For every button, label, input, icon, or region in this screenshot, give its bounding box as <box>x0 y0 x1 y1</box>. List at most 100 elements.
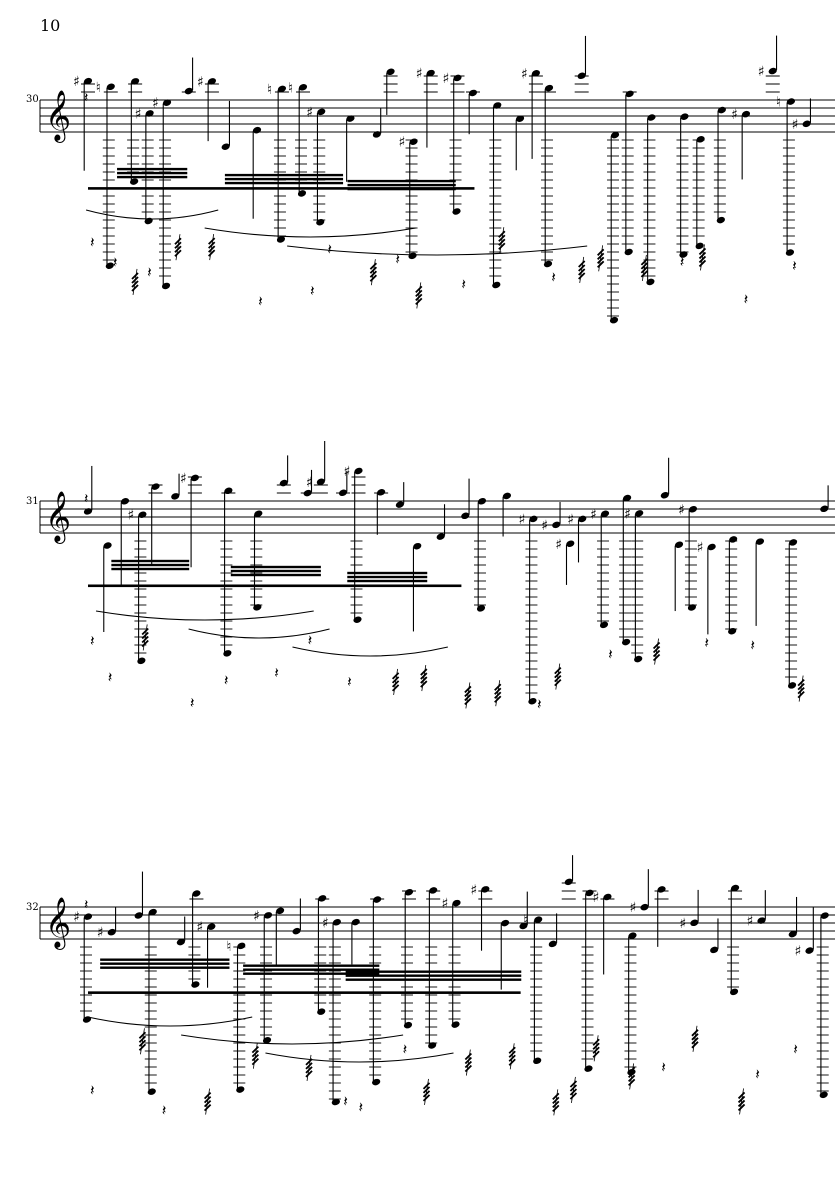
notehead <box>346 115 355 122</box>
notehead <box>674 541 684 548</box>
tremolo-stroke <box>628 1066 636 1075</box>
notehead <box>223 650 232 657</box>
tremolo-stem <box>654 638 659 665</box>
notehead <box>105 262 114 269</box>
notehead <box>386 68 395 76</box>
tremolo-stroke <box>208 249 216 257</box>
quarter-rest-icon: 𝄽 <box>90 233 95 251</box>
sharp-icon: ♯ <box>416 66 423 82</box>
sharp-icon: ♯ <box>747 914 754 930</box>
sharp-icon: ♮ <box>776 95 781 111</box>
notehead <box>820 912 829 919</box>
notehead <box>428 1042 437 1049</box>
tremolo-stroke <box>737 1103 746 1112</box>
tremolo-stem <box>465 682 471 709</box>
tremolo-stroke <box>797 690 805 699</box>
notehead <box>83 77 93 85</box>
tremolo-stroke <box>640 270 649 278</box>
quarter-rest-icon: 𝄽 <box>793 1040 798 1058</box>
quarter-rest-icon: 𝄽 <box>90 632 95 650</box>
tremolo-stroke <box>203 1103 212 1112</box>
tremolo-slash-icon <box>552 1089 560 1116</box>
tremolo-slash-icon <box>569 1076 578 1104</box>
note-beam <box>88 187 475 190</box>
notehead <box>820 505 829 513</box>
sharp-icon: ♯ <box>180 471 187 487</box>
sharp-icon: ♯ <box>697 540 704 556</box>
tremolo-stroke <box>569 1092 578 1100</box>
notehead <box>543 260 553 268</box>
notehead <box>184 87 193 95</box>
tremolo-slash-icon <box>131 268 139 296</box>
notehead <box>695 242 704 250</box>
notehead <box>528 697 537 705</box>
notehead <box>805 947 814 954</box>
notehead <box>292 927 301 935</box>
notehead <box>176 938 185 946</box>
notehead <box>317 108 326 116</box>
quarter-rest-icon: 𝄽 <box>90 1082 95 1100</box>
note-beam <box>100 958 230 961</box>
quarter-rest-icon: 𝄽 <box>224 671 229 689</box>
sharp-icon: ♯ <box>758 64 765 80</box>
quarter-rest-icon: 𝄽 <box>755 1066 760 1084</box>
notehead <box>584 1065 593 1072</box>
tremolo-stroke <box>415 297 423 306</box>
slur <box>204 227 416 238</box>
quarter-rest-icon: 𝄽 <box>704 634 709 652</box>
quarter-rest-icon: 𝄽 <box>308 632 313 650</box>
notehead <box>408 252 417 260</box>
note-beam <box>347 571 428 575</box>
tremolo-stroke <box>569 1080 578 1088</box>
sharp-icon: ♮ <box>288 80 293 96</box>
notehead <box>492 281 501 289</box>
quarter-rest-icon: 𝄽 <box>162 1102 167 1120</box>
tremolo-stem <box>641 254 647 281</box>
tremolo-stem <box>571 1076 576 1104</box>
notehead <box>145 110 154 117</box>
note-beam <box>345 978 522 981</box>
staff-system-2: 𝄞♯♯♯♯♯♯♯♯♯♯♯♯𝄽𝄽𝄽𝄽𝄽𝄽𝄽𝄽𝄽𝄽𝄽𝄽 <box>39 441 835 714</box>
tremolo-slash-icon <box>422 1078 431 1105</box>
tremolo-slash-icon <box>691 1025 699 1052</box>
note-beam <box>111 567 190 571</box>
quarter-rest-icon: 𝄽 <box>147 264 152 282</box>
tremolo-slash-icon <box>464 1049 472 1076</box>
tremolo-stroke <box>797 678 805 687</box>
tremolo-slash-icon <box>138 1028 147 1055</box>
quarter-rest-icon: 𝄽 <box>661 1059 666 1077</box>
slur <box>181 1034 404 1045</box>
tremolo-stroke <box>422 1082 431 1090</box>
tremolo-slash-icon <box>640 254 649 281</box>
notehead <box>468 89 478 97</box>
tremolo-slash-icon <box>415 282 423 309</box>
notehead <box>696 136 705 143</box>
treble-clef-icon: 𝄞 <box>45 90 71 143</box>
tremolo-stroke <box>251 1046 259 1054</box>
notehead <box>452 208 461 215</box>
tremolo-stroke <box>464 1064 472 1073</box>
sharp-icon: ♮ <box>267 82 272 98</box>
tremolo-slash-icon <box>592 1035 600 1062</box>
quarter-rest-icon: 𝄽 <box>84 897 88 913</box>
note-beam <box>243 972 380 975</box>
sharp-icon: ♯ <box>253 908 260 924</box>
notehead <box>83 508 93 515</box>
tremolo-stroke <box>554 678 562 687</box>
sharp-icon: ♯ <box>592 890 599 906</box>
quarter-rest-icon: 𝄽 <box>792 257 797 275</box>
note-beam <box>88 991 521 994</box>
notehead <box>716 216 725 224</box>
notehead <box>395 501 404 508</box>
notehead <box>819 1091 828 1099</box>
sharp-icon: ♯ <box>567 512 574 528</box>
notehead <box>191 981 200 988</box>
tremolo-stem <box>175 234 181 261</box>
sharp-icon: ♯ <box>518 512 525 528</box>
notehead <box>609 316 619 324</box>
quarter-rest-icon: 𝄽 <box>258 292 263 310</box>
tremolo-slash-icon <box>494 680 502 707</box>
notehead <box>131 78 140 85</box>
notehead <box>277 85 287 93</box>
